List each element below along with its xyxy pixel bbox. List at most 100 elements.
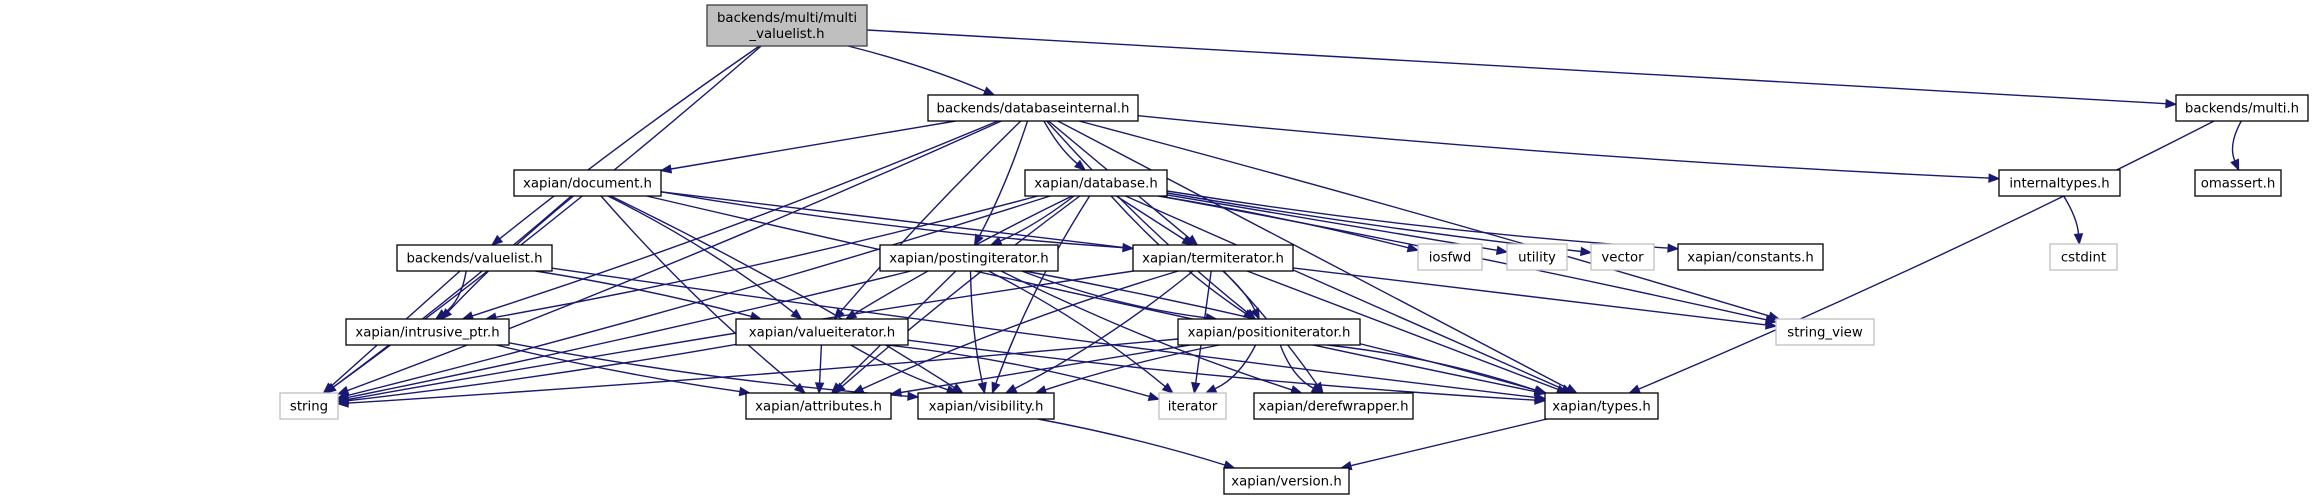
arrowhead-icon	[1764, 315, 1778, 325]
edge-termiterator-to-visibility	[1004, 270, 1194, 394]
node-box	[1417, 243, 1483, 271]
node-cstdint: cstdint	[2049, 243, 2118, 271]
node-valueiterator[interactable]: xapian/valueiterator.h	[735, 318, 909, 346]
node-derefwrapper[interactable]: xapian/derefwrapper.h	[1253, 392, 1414, 420]
edge-document-to-string	[324, 195, 572, 394]
node-label: iosfwd	[1429, 251, 1472, 266]
arrowhead-icon	[977, 381, 987, 395]
arrowhead-icon	[907, 391, 920, 401]
edge-line	[1046, 120, 1248, 314]
node-label: xapian/positioniterator.h	[1188, 326, 1351, 341]
edge-databaseinternal-to-intrusive_ptr	[461, 120, 999, 321]
edge-valueiterator-to-string	[336, 343, 737, 406]
edge-line	[1014, 270, 1194, 390]
nodes-layer: backends/multi/multi_valuelist.h backends…	[279, 4, 2309, 495]
node-valuelist[interactable]: backends/valuelist.h	[396, 244, 553, 272]
edge-valuelist-to-types	[551, 267, 1547, 403]
node-document[interactable]: xapian/document.h	[513, 169, 662, 197]
arrowhead-icon	[336, 398, 349, 408]
edge-line	[508, 342, 909, 397]
edge-intrusive_ptr-to-attributes	[496, 344, 752, 397]
arrowhead-icon	[2073, 233, 2084, 246]
arrowhead-icon	[1628, 384, 1641, 394]
edge-line	[907, 339, 1536, 401]
arrowhead-icon	[814, 382, 825, 395]
edge-database-to-visibility	[991, 195, 1091, 395]
arrowhead-icon	[973, 233, 984, 247]
node-label: string	[290, 400, 328, 415]
edge-positioniterator-to-attributes	[889, 344, 1191, 398]
node-label: xapian/constants.h	[1687, 251, 1814, 266]
node-label: _valuelist.h	[748, 27, 824, 42]
edge-positioniterator-to-string	[336, 338, 1179, 408]
node-intrusive-ptr[interactable]: xapian/intrusive_ptr.h	[345, 318, 510, 346]
arrowhead-icon	[889, 387, 903, 398]
edge-databaseinternal-to-internaltypes	[1137, 115, 2001, 183]
edge-line	[1158, 195, 1409, 249]
arrowhead-icon	[1161, 382, 1174, 394]
node-label: cstdint	[2061, 251, 2106, 266]
edge-multi-to-omassert	[2230, 120, 2242, 172]
arrowhead-icon	[659, 164, 673, 174]
node-label: xapian/attributes.h	[755, 400, 882, 415]
edge-postingiterator-to-visibility	[969, 270, 987, 395]
node-box	[1158, 392, 1227, 420]
node-box	[1132, 244, 1294, 272]
node-box	[2194, 169, 2282, 197]
arrowhead-icon	[1667, 243, 1680, 253]
node-constants[interactable]: xapian/constants.h	[1677, 243, 1824, 271]
edge-line	[347, 343, 737, 402]
node-version[interactable]: xapian/version.h	[1223, 467, 1350, 495]
edge-databaseinternal-to-postingiterator	[973, 120, 1029, 247]
edge-line	[551, 267, 1536, 399]
arrowhead-icon	[1495, 245, 1509, 255]
arrowhead-icon	[322, 382, 335, 394]
node-types[interactable]: xapian/types.h	[1544, 392, 1659, 420]
edge-postingiterator-to-iterator	[988, 270, 1174, 394]
edge-line	[607, 195, 795, 314]
node-databaseinternal[interactable]: backends/databaseinternal.h	[927, 94, 1139, 122]
node-omassert[interactable]: omassert.h	[2194, 169, 2282, 197]
edge-databaseinternal-to-string_view	[1078, 120, 1781, 321]
edge-line	[2231, 120, 2242, 162]
edge-line	[1044, 344, 1220, 391]
edge-postingiterator-to-positioniterator	[1021, 270, 1218, 323]
edge-line	[1350, 418, 1548, 467]
node-attributes[interactable]: xapian/attributes.h	[745, 392, 892, 420]
edge-visibility-to-version	[1037, 418, 1236, 470]
node-termiterator[interactable]: xapian/termiterator.h	[1132, 244, 1294, 272]
edge-line	[495, 195, 1038, 318]
edge-termiterator-to-types	[1246, 270, 1569, 394]
arrowhead-icon	[991, 381, 1001, 395]
node-internaltypes[interactable]: internaltypes.h	[1998, 169, 2121, 197]
node-label: backends/multi.h	[2185, 102, 2299, 117]
node-positioniterator[interactable]: xapian/positioniterator.h	[1177, 318, 1361, 346]
edge-line	[1246, 270, 1559, 391]
node-iterator: iterator	[1158, 392, 1227, 420]
edge-database-to-constants	[1166, 190, 1680, 253]
edge-line	[332, 195, 572, 388]
arrowhead-icon	[1181, 235, 1194, 246]
edge-line	[995, 195, 1091, 384]
node-box	[345, 318, 510, 346]
node-vector: vector	[1590, 243, 1655, 271]
node-postingiterator[interactable]: xapian/postingiterator.h	[879, 244, 1059, 272]
edge-line	[1279, 344, 1314, 389]
arrowhead-icon	[790, 308, 803, 320]
edge-database-to-iosfwd	[1158, 195, 1420, 253]
node-label: utility	[1518, 251, 1556, 266]
node-database[interactable]: xapian/database.h	[1024, 169, 1168, 197]
edge-line	[1166, 194, 1498, 251]
node-multi[interactable]: backends/multi.h	[2175, 94, 2309, 122]
edge-line	[471, 120, 999, 317]
arrowhead-icon	[1406, 243, 1420, 253]
node-box	[1677, 243, 1824, 271]
edge-line	[1214, 344, 1257, 390]
edge-termiterator-to-positioniterator	[1222, 270, 1260, 321]
node-root[interactable]: backends/multi/multi_valuelist.h	[706, 4, 868, 47]
node-box	[735, 318, 909, 346]
node-box	[1998, 169, 2121, 197]
node-box	[1775, 318, 1875, 346]
node-visibility[interactable]: xapian/visibility.h	[917, 392, 1055, 420]
